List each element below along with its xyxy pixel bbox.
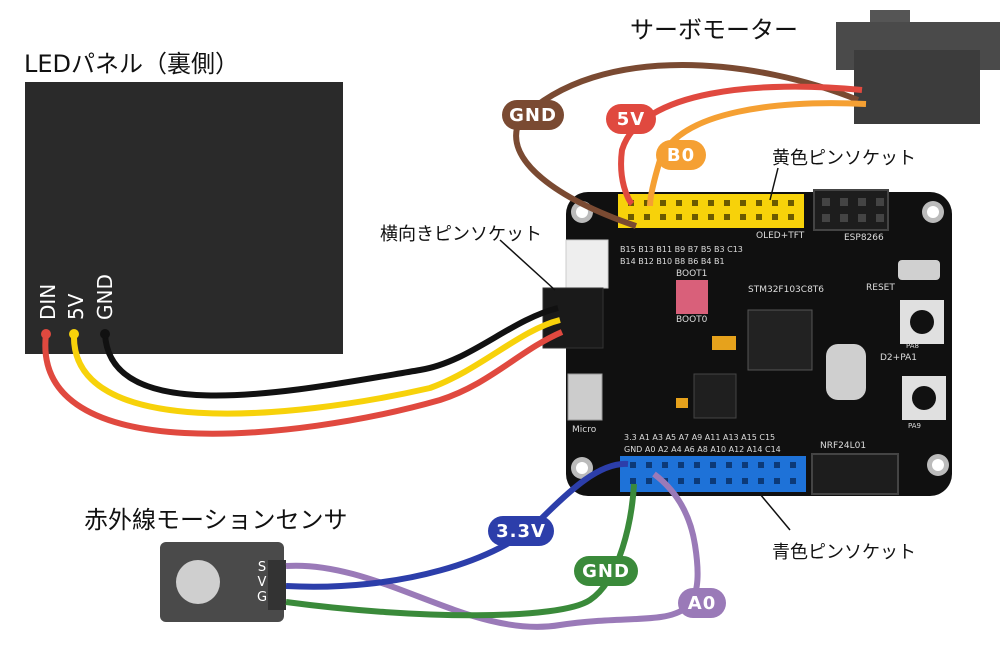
- board-nrf-label: NRF24L01: [820, 441, 866, 451]
- yellow-pin-socket: [618, 194, 804, 228]
- pointer-yellow: [769, 167, 779, 201]
- sensor-pin-g: G: [256, 590, 268, 605]
- mcu-board: [542, 189, 952, 496]
- board-top-pins: B15 B13 B11 B9 B7 B5 B3 C13: [620, 245, 743, 254]
- blue-pin-socket: [620, 456, 806, 492]
- tag-sensor-gnd: GND: [574, 556, 638, 586]
- board-oled-label: OLED+TFT: [756, 231, 805, 241]
- wire-servo-b0: [647, 100, 867, 207]
- board-boot0-label: BOOT0: [676, 315, 708, 325]
- board-bottom-pins-1: 3.3 A1 A3 A5 A7 A9 A11 A13 A15 C15: [624, 433, 775, 442]
- horizontal-socket-label: 横向きピンソケット: [380, 224, 542, 245]
- pointer-horizontal: [499, 239, 556, 291]
- tag-sensor-3v3: 3.3V: [488, 516, 554, 546]
- wire-led-din: [42, 329, 564, 437]
- wire-sensor-a0: [285, 471, 701, 630]
- tag-servo-gnd: GND: [502, 100, 564, 130]
- board-pa9-label: PA9: [908, 422, 921, 430]
- board-micro-label: Micro: [572, 425, 597, 435]
- led-panel: [25, 82, 343, 354]
- servo-motor: [836, 10, 1000, 124]
- wire-sensor-gnd: [285, 483, 637, 619]
- tag-servo-5v: 5V: [606, 104, 656, 134]
- board-pa8-label: PA8: [906, 342, 919, 350]
- sensor-pin-v: V: [257, 575, 267, 590]
- led-panel-label: LEDパネル（裏側）: [24, 50, 240, 78]
- board-boot1-label: BOOT1: [676, 269, 707, 279]
- led-pin-din: DIN: [36, 283, 60, 320]
- board-d2-label: D2+PA1: [880, 353, 917, 363]
- led-pin-5v: 5V: [64, 293, 88, 320]
- wire-led-gnd: [102, 305, 559, 399]
- pir-sensor: [160, 542, 286, 622]
- wire-led-5v: [70, 317, 561, 417]
- yellow-socket-label: 黄色ピンソケット: [772, 148, 916, 169]
- sensor-pin-s: S: [257, 560, 267, 575]
- servo-label: サーボモーター: [630, 16, 798, 44]
- tag-sensor-a0: A0: [678, 588, 726, 618]
- blue-socket-label: 青色ピンソケット: [772, 542, 916, 563]
- pointer-blue: [759, 493, 791, 531]
- tag-servo-b0: B0: [656, 140, 706, 170]
- board-esp-label: ESP8266: [844, 233, 884, 243]
- board-bottom-pins-2: GND A0 A2 A4 A6 A8 A10 A12 A14 C14: [624, 445, 781, 454]
- sensor-pins: S V G: [256, 560, 268, 605]
- led-pin-gnd: GND: [93, 274, 117, 320]
- board-chip-label: STM32F103C8T6: [748, 285, 824, 295]
- board-reset-label: RESET: [866, 283, 895, 293]
- board-top-pins-2: B14 B12 B10 B8 B6 B4 B1: [620, 257, 725, 266]
- pir-sensor-label: 赤外線モーションセンサ: [84, 506, 348, 534]
